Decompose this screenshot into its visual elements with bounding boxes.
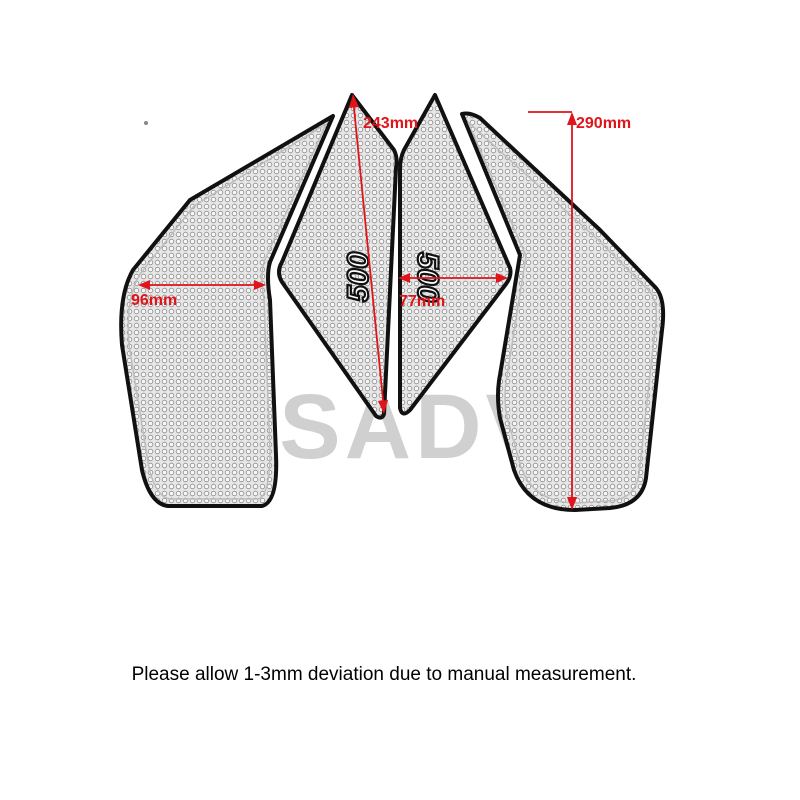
label-inner-width: 77mm — [399, 293, 445, 310]
dimension-inner-width: 77mm — [398, 273, 508, 310]
right-outer-pad — [460, 111, 666, 512]
dimension-left-width: 96mm — [131, 280, 266, 309]
label-inner-height: 243mm — [363, 115, 418, 132]
measurement-note: Please allow 1-3mm deviation due to manu… — [131, 664, 637, 685]
dimension-inner-height: 243mm — [349, 94, 418, 414]
stray-dot — [144, 121, 148, 125]
dimension-right-height: 290mm — [528, 111, 631, 510]
label-left-width: 96mm — [131, 292, 177, 309]
left-outer-pad — [119, 114, 335, 508]
label-right-height: 290mm — [576, 115, 631, 132]
